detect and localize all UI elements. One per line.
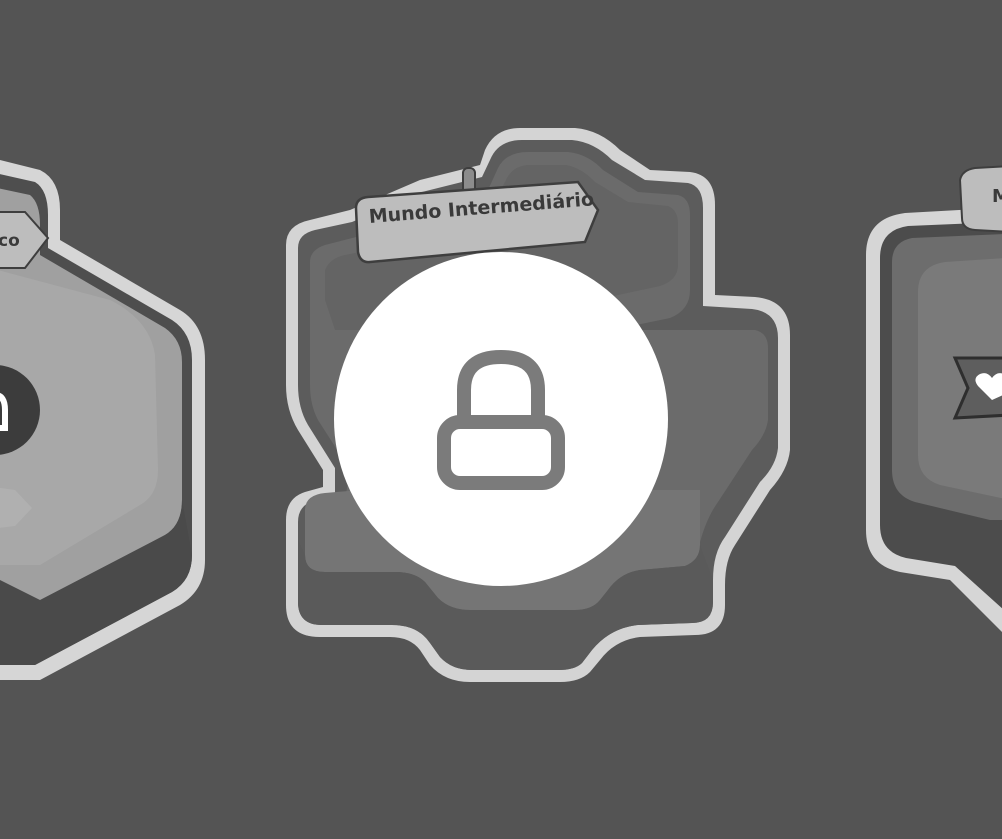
world-left-ribbon	[0, 487, 32, 528]
world-center-lock-icon	[437, 350, 565, 490]
world-center-banner-shape	[354, 180, 600, 264]
world-left-island-top	[0, 270, 158, 565]
world-right-heart-icon	[975, 373, 1002, 400]
world-left-banner-shape	[0, 211, 50, 269]
world-left-island-shade	[0, 500, 192, 665]
world-left-lock-icon	[0, 392, 8, 431]
world-center-island-lower-shade	[298, 540, 713, 670]
world-right-island-top	[918, 258, 1002, 499]
world-left-icon-circle	[0, 365, 40, 455]
world-right-banner-shape	[958, 165, 1002, 233]
world-right-ribbon	[952, 356, 1002, 420]
